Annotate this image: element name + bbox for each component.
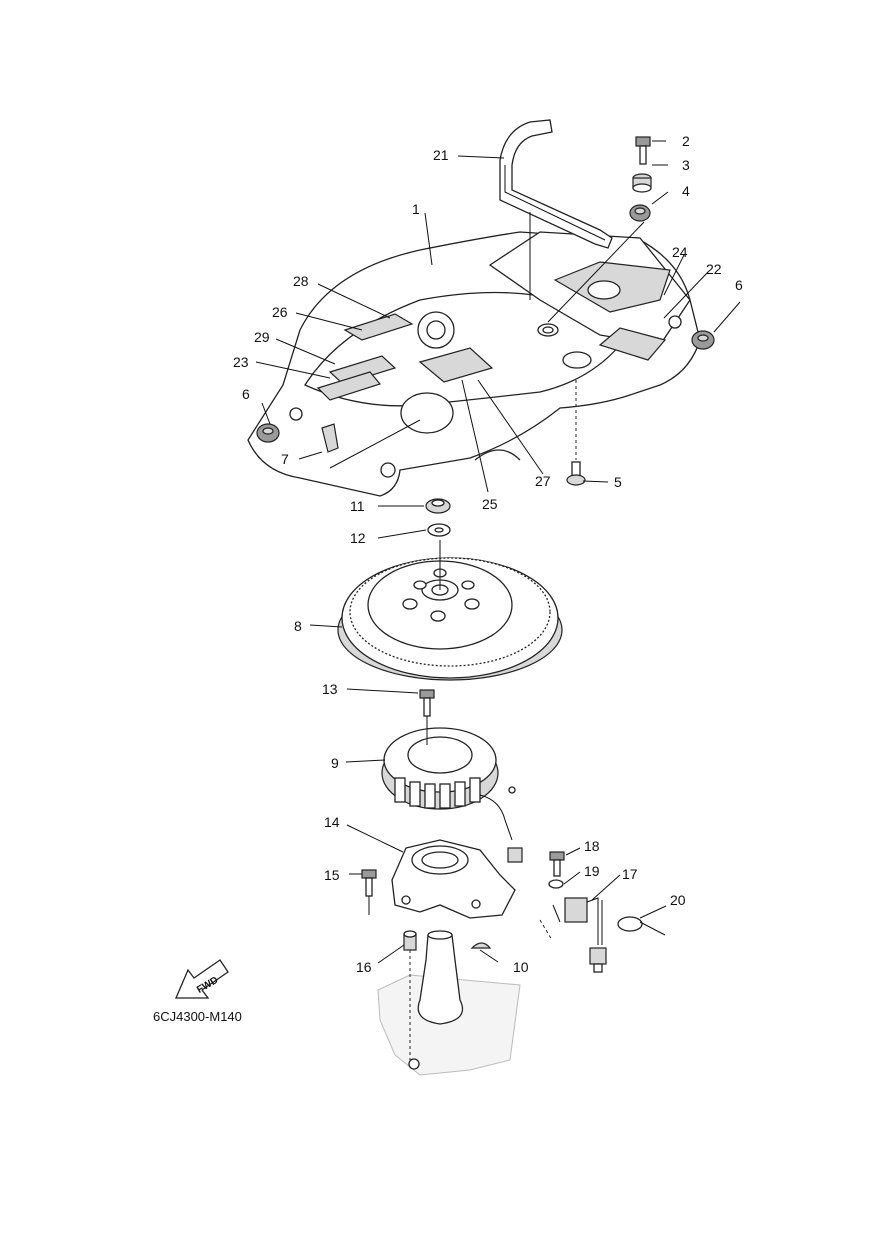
callout-1: 1 xyxy=(412,201,420,217)
hose-21 xyxy=(499,119,613,249)
callout-28: 28 xyxy=(293,273,309,289)
callout-4: 4 xyxy=(682,183,690,199)
bolt-5 xyxy=(566,461,586,486)
clip-7 xyxy=(321,423,339,453)
callout-3: 3 xyxy=(682,157,690,173)
callout-29: 29 xyxy=(254,329,270,345)
callout-22: 22 xyxy=(706,261,722,277)
callout-24: 24 xyxy=(672,244,688,260)
dowel-16 xyxy=(403,930,417,951)
bolt-2 xyxy=(635,136,651,165)
washer-19 xyxy=(548,879,564,889)
bolt-18 xyxy=(549,851,565,877)
key-10 xyxy=(470,942,492,949)
callout-17: 17 xyxy=(622,866,638,882)
stator-9 xyxy=(381,727,523,863)
pulser-coil-17 xyxy=(564,897,607,973)
grommet-4 xyxy=(629,204,651,222)
washer-12 xyxy=(427,523,451,537)
grommet-6-left xyxy=(256,423,280,443)
callout-6-left: 6 xyxy=(242,386,250,402)
callout-13: 13 xyxy=(322,681,338,697)
leader-lines xyxy=(255,140,741,964)
grommet-6-right xyxy=(691,330,715,350)
collar-3 xyxy=(632,173,652,193)
callout-7: 7 xyxy=(281,451,289,467)
flywheel-8 xyxy=(337,557,563,681)
callout-8: 8 xyxy=(294,618,302,634)
callout-9: 9 xyxy=(331,755,339,771)
fwd-arrow-icon: FWD xyxy=(175,959,229,999)
callout-2: 2 xyxy=(682,133,690,149)
callout-23: 23 xyxy=(233,354,249,370)
bolt-13 xyxy=(419,689,435,717)
nut-11 xyxy=(425,498,451,514)
clamp-20 xyxy=(617,916,666,936)
callouts: 1 2 3 4 5 6 6 7 8 9 10 11 12 13 14 15 16… xyxy=(233,133,743,975)
flywheel-cover xyxy=(247,231,701,497)
crankcase-ghost xyxy=(377,930,521,1076)
drawing-code: 6CJ4300-M140 xyxy=(153,1009,242,1024)
callout-12: 12 xyxy=(350,530,366,546)
callout-21: 21 xyxy=(433,147,449,163)
callout-27: 27 xyxy=(535,473,551,489)
callout-16: 16 xyxy=(356,959,372,975)
callout-26: 26 xyxy=(272,304,288,320)
callout-19: 19 xyxy=(584,863,600,879)
assembly-lines xyxy=(329,212,645,1060)
callout-11: 11 xyxy=(350,498,365,514)
callout-14: 14 xyxy=(324,814,340,830)
callout-5: 5 xyxy=(614,474,622,490)
callout-10: 10 xyxy=(513,959,529,975)
callout-15: 15 xyxy=(324,867,340,883)
callout-6-right: 6 xyxy=(735,277,743,293)
callout-20: 20 xyxy=(670,892,686,908)
stator-base-14 xyxy=(391,839,516,919)
callout-25: 25 xyxy=(482,496,498,512)
callout-18: 18 xyxy=(584,838,600,854)
bolt-15 xyxy=(361,869,377,897)
